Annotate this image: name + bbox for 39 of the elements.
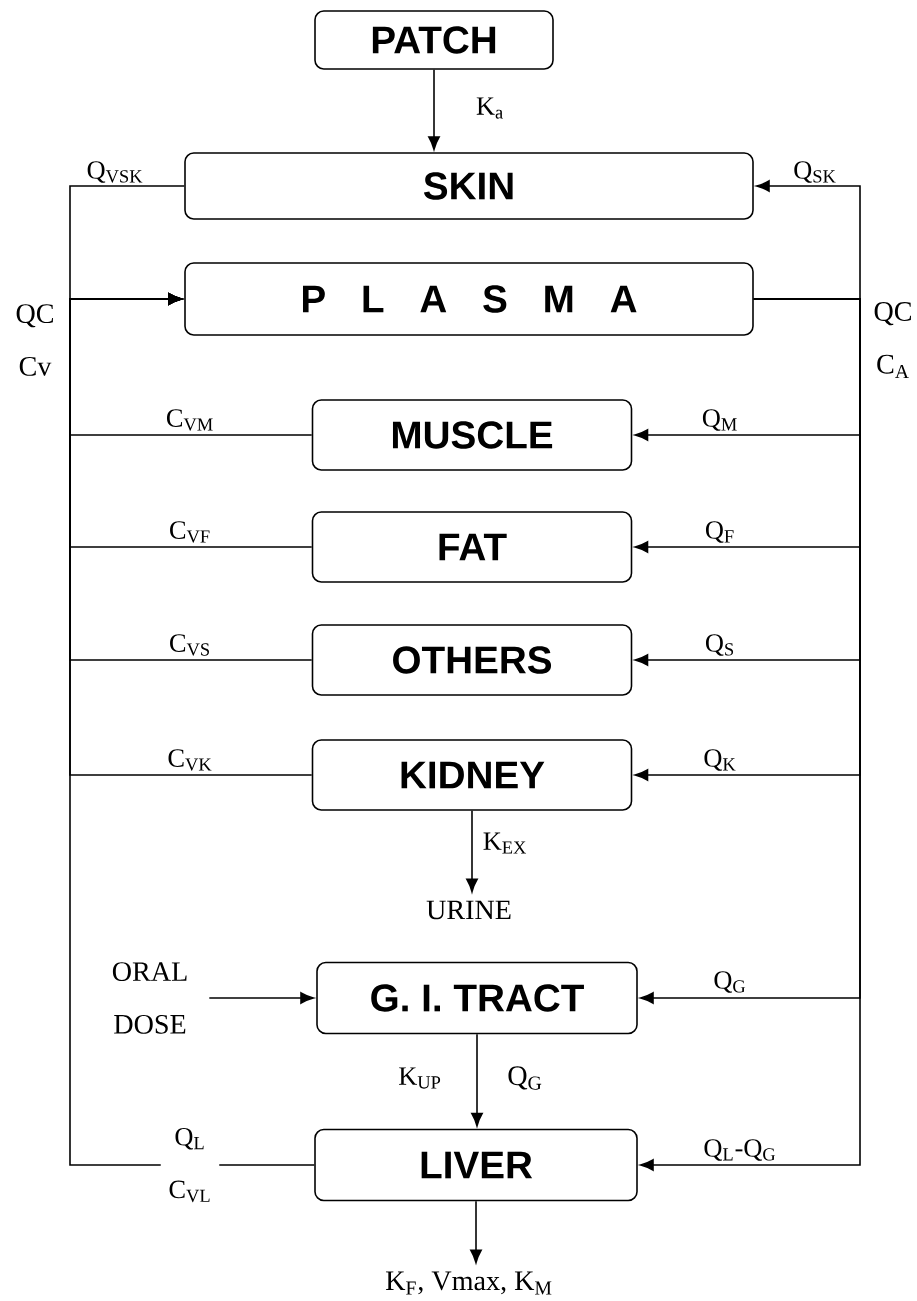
- compartment-box: G. I. TRACT: [316, 961, 638, 1035]
- flow-label: Q$_{G}$: [508, 1066, 542, 1090]
- arrow: [208, 992, 314, 1004]
- edge-label: Q$_{F}$: [703, 519, 737, 545]
- edge-label: Q$_{VSK}$: [84, 159, 146, 185]
- compartment-box: LIVER: [314, 1128, 638, 1202]
- arrow: [753, 180, 861, 300]
- edge-label: K$_{EX}$: [481, 830, 529, 856]
- text-label: URINE: [426, 900, 511, 920]
- arrow: [69, 293, 315, 1166]
- compartment-box: FAT: [311, 511, 633, 583]
- text-label: ORAL DOSE: [112, 962, 187, 1034]
- arrow: [428, 69, 440, 150]
- text-label: K$_{F}$, Vmax, K$_{M}$: [386, 1271, 552, 1295]
- edge-label: C$_{VM}$: [164, 407, 216, 433]
- edge-label: Q$_{G}$: [711, 969, 749, 995]
- edge-label: K$_{UP}$: [396, 1065, 444, 1091]
- arrow: [471, 1033, 483, 1127]
- compartment-box: P L A S M A: [184, 262, 754, 336]
- edge-label: Q$_{L}$ C$_{VL}$: [160, 1126, 220, 1204]
- edge-label: K$_{a}$: [474, 95, 506, 121]
- flow-label: QC Cv: [16, 304, 53, 376]
- edge-label: C$_{VS}$: [167, 632, 213, 658]
- arrow: [466, 810, 478, 893]
- compartment-box: KIDNEY: [311, 739, 633, 811]
- compartment-box: PATCH: [314, 10, 554, 70]
- edge-label: Q$_{M}$: [700, 407, 740, 433]
- edge-label: Q$_{K}$: [701, 747, 739, 773]
- compartment-box: SKIN: [184, 152, 754, 220]
- arrow: [640, 298, 861, 1171]
- edge-label: Q$_{SK}$: [791, 159, 839, 185]
- arrow: [470, 1200, 482, 1264]
- edge-label: Q$_{S}$: [703, 632, 737, 658]
- compartment-box: OTHERS: [311, 624, 633, 696]
- flow-label: QC C$_{A}$: [874, 302, 911, 378]
- edge-label: Q$_{L}$-Q$_{G}$: [701, 1137, 779, 1163]
- edge-label: C$_{VK}$: [165, 747, 215, 773]
- edge-label: C$_{VF}$: [167, 519, 213, 545]
- compartment-box: MUSCLE: [311, 399, 633, 471]
